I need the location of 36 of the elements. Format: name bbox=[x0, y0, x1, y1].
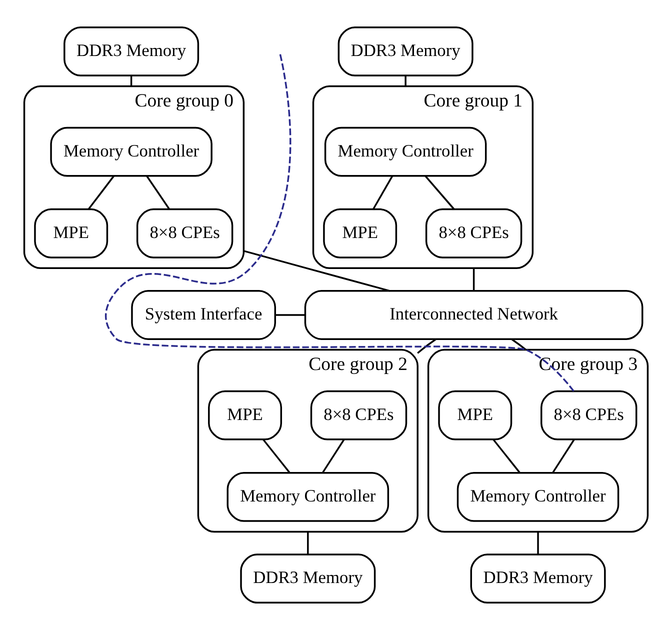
node-box: 8×8 CPEs bbox=[540, 390, 638, 440]
connector bbox=[424, 175, 455, 210]
connector bbox=[552, 439, 575, 474]
connector bbox=[275, 314, 306, 316]
connector bbox=[404, 76, 406, 86]
connector bbox=[262, 438, 290, 474]
connector bbox=[104, 52, 574, 392]
connector bbox=[243, 250, 390, 292]
connector bbox=[417, 338, 437, 354]
connector bbox=[88, 175, 115, 210]
connector bbox=[372, 176, 394, 210]
connector bbox=[146, 175, 170, 210]
node-box: Memory Controller bbox=[50, 126, 212, 177]
node-box: 8×8 CPEs bbox=[136, 208, 234, 258]
connector bbox=[130, 76, 132, 86]
node-box: 8×8 CPEs bbox=[310, 390, 408, 440]
node-box: 8×8 CPEs bbox=[425, 208, 522, 258]
node-box: MPE bbox=[323, 208, 398, 258]
node-box: MPE bbox=[208, 390, 282, 440]
connector bbox=[322, 439, 345, 474]
node-box: Memory Controller bbox=[226, 472, 390, 522]
node-box: DDR3 Memory bbox=[338, 26, 474, 76]
connector bbox=[492, 438, 520, 474]
connector bbox=[511, 338, 527, 350]
node-box: MPE bbox=[438, 390, 512, 440]
node-box: Memory Controller bbox=[324, 126, 487, 177]
node-box: DDR3 Memory bbox=[240, 554, 376, 604]
node-box: DDR3 Memory bbox=[470, 554, 606, 604]
connector bbox=[472, 268, 475, 291]
node-box: System Interface bbox=[131, 290, 276, 340]
connector bbox=[537, 532, 539, 554]
node-box: Interconnected Network bbox=[304, 290, 644, 340]
node-box: MPE bbox=[34, 208, 108, 258]
connector bbox=[307, 532, 309, 554]
node-box: DDR3 Memory bbox=[64, 26, 200, 76]
node-box: Memory Controller bbox=[456, 472, 620, 522]
